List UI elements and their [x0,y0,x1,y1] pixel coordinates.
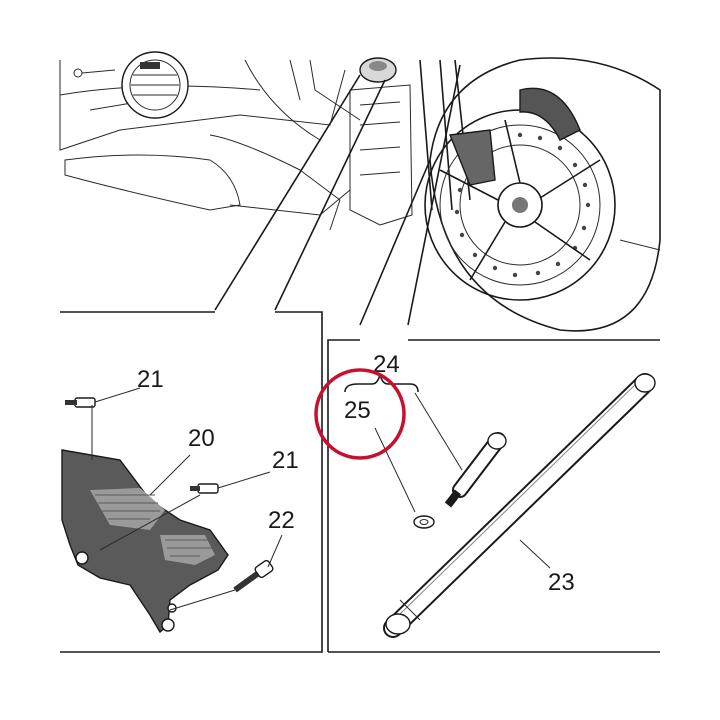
washer-part [413,515,435,529]
screw-lower [190,483,219,494]
engine-cover [121,51,189,119]
chain-guard-part [61,449,229,634]
left-detail-panel: 21 20 21 22 [60,311,323,653]
callout-23: 23 [548,569,575,596]
front-wheel [424,57,661,332]
red-circle-highlight-icon [314,368,406,460]
pin-part [444,432,507,508]
callout-20: 20 [188,425,215,452]
axle-part [383,373,656,638]
callout-25: 25 [344,397,371,424]
tank-cap [359,57,397,83]
screw-upper [65,397,96,408]
right-detail-panel: 24 25 23 [314,339,660,653]
motorcycle-overview [59,51,661,332]
callout-21-lower: 21 [272,447,299,474]
callout-22: 22 [268,507,295,534]
bolt-part [233,559,274,593]
callout-21-upper: 21 [137,366,164,393]
